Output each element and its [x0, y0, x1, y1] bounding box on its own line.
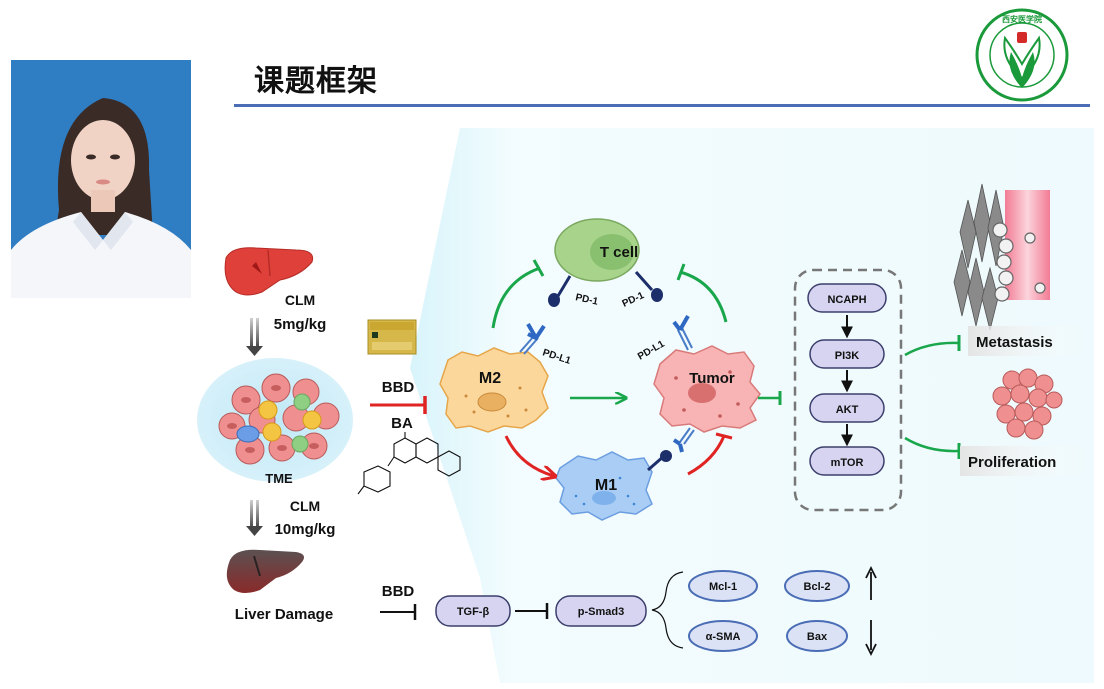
- double-down-arrow-icon-2: [246, 500, 263, 536]
- tme-label: TME: [265, 471, 293, 486]
- presenter-photo: [11, 60, 191, 298]
- baicalin-structure-icon: [357, 432, 461, 495]
- outcome-proliferation-label: Proliferation: [968, 454, 1056, 471]
- m1-label: M1: [595, 477, 617, 494]
- black-inhibit-bar: [380, 604, 417, 620]
- university-logo: 西安医学院: [975, 8, 1069, 102]
- down-arrow-icon: [865, 620, 877, 657]
- pdl1-receptor-bottom-icon: [672, 427, 695, 453]
- green-inhibit-arc-left: [491, 259, 545, 329]
- tumor-to-pathway-inhibit: [758, 391, 782, 405]
- pd1-receptor-right-icon: [634, 271, 663, 302]
- pd1-right-label: PD-1: [621, 290, 647, 310]
- tgf-inhibit-smad-bar: [515, 603, 549, 619]
- liver-damage-label: Liver Damage: [235, 606, 333, 623]
- bax-label: Bax: [807, 631, 828, 643]
- bcl2-label: Bcl-2: [804, 581, 831, 593]
- ba-label: BA: [391, 415, 413, 432]
- m1-macrophage: [555, 451, 653, 521]
- t-cell: [554, 218, 640, 282]
- title-underline: [234, 104, 1090, 107]
- damaged-liver-icon: [226, 549, 304, 593]
- pathway-node-pi3k: [809, 339, 885, 369]
- m1-inhibit-tumor-arc: [687, 432, 733, 476]
- bcl2-oval: [784, 570, 850, 602]
- logo-cn-text: 西安医学院: [1002, 14, 1042, 24]
- inhibit-proliferation-arc: [904, 436, 961, 459]
- pathway-node-pi3k-label: PI3K: [835, 350, 860, 362]
- alpha-sma-label: α-SMA: [706, 631, 741, 643]
- pd1-left-label: PD-1: [574, 292, 599, 308]
- pd1-receptor-m1-icon: [647, 450, 672, 472]
- pathway-node-akt: [809, 393, 885, 423]
- p-smad3-node: [555, 595, 647, 627]
- mcl1-oval: [688, 570, 758, 602]
- m2-label: M2: [479, 370, 501, 387]
- pathway-node-mtor: [809, 446, 885, 476]
- healthy-liver-icon: [224, 247, 314, 296]
- portrait-illustration: [11, 60, 191, 298]
- proliferation-cluster-icon: [992, 368, 1063, 440]
- pd1-receptor-left-icon: [548, 275, 572, 307]
- tumor-cell: [653, 345, 761, 433]
- pathway-node-mtor-label: mTOR: [831, 457, 864, 469]
- clm-high-dose: 10mg/kg: [275, 521, 336, 538]
- red-inhibit-bar: [370, 396, 427, 414]
- pdl1-receptor-left-icon: [519, 323, 546, 355]
- pathway-node-ncaph-label: NCAPH: [827, 294, 866, 306]
- pdl1-receptor-right-icon: [672, 315, 693, 351]
- pathway-dashed-box: [793, 268, 903, 512]
- pathway-node-ncaph: [807, 283, 887, 313]
- inhibit-metastasis-arc: [904, 335, 961, 357]
- bbd-label-bottom: BBD: [382, 583, 415, 600]
- pdl1-right-label: PD-L1: [636, 338, 667, 362]
- pdl1-left-label: PD-L1: [541, 347, 572, 367]
- t-cell-label: T cell: [600, 244, 638, 261]
- bax-oval: [786, 620, 848, 652]
- tgf-beta-label: TGF-β: [457, 606, 490, 618]
- pathway-node-akt-label: AKT: [836, 404, 859, 416]
- clm-high-label: CLM: [290, 498, 320, 514]
- m2-macrophage: [439, 347, 549, 433]
- mcl1-label: Mcl-1: [709, 581, 737, 593]
- m2-to-m1-arrow: [504, 435, 554, 476]
- tumor-label: Tumor: [689, 370, 735, 387]
- outcome-metastasis-label: Metastasis: [976, 334, 1053, 351]
- slide-title: 课题框架: [254, 64, 378, 99]
- p-smad3-label: p-Smad3: [578, 606, 624, 618]
- clm-low-dose: 5mg/kg: [274, 316, 327, 333]
- brace-icon: [651, 571, 684, 649]
- proliferation-label-bg: [960, 446, 1090, 476]
- clm-low-label: CLM: [285, 292, 315, 308]
- tgf-beta-node: [435, 595, 511, 627]
- up-arrow-icon: [865, 565, 877, 600]
- tme-cluster-icon: [197, 358, 353, 482]
- green-inhibit-arc-right: [676, 263, 728, 323]
- medicine-box-image: [367, 319, 417, 355]
- bbd-label-top: BBD: [382, 379, 415, 396]
- metastasis-illustration: [953, 183, 1050, 331]
- metastasis-label-bg: [968, 326, 1088, 356]
- double-down-arrow-icon: [246, 318, 263, 356]
- alpha-sma-oval: [688, 620, 758, 652]
